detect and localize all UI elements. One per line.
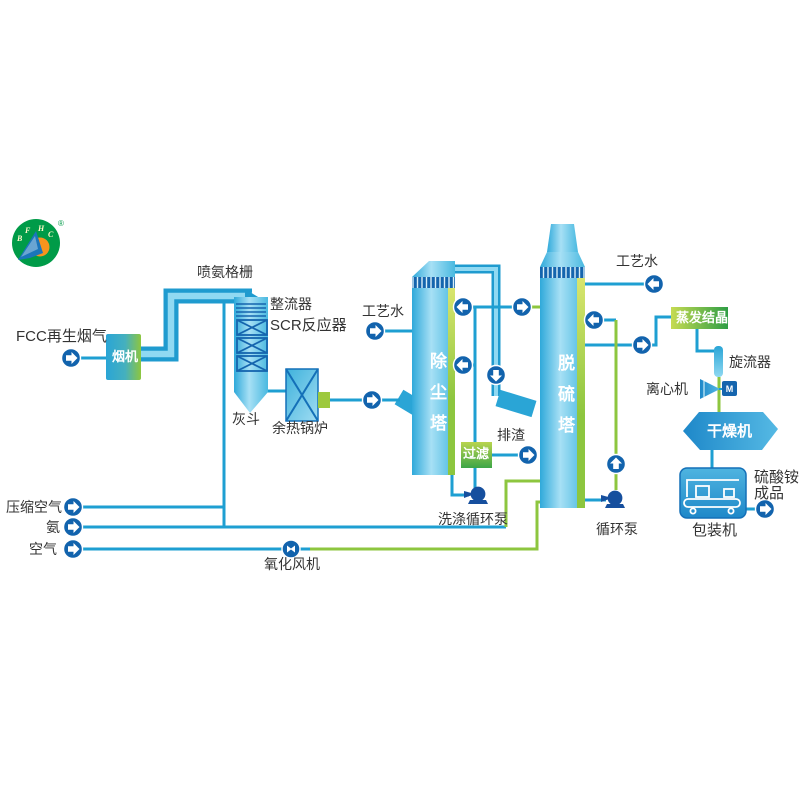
flow-arrow-icon bbox=[452, 354, 474, 376]
logo-letter: B bbox=[16, 234, 23, 243]
circulation-pump-icon bbox=[601, 490, 625, 508]
flow-arrow-icon bbox=[60, 347, 82, 369]
label-dust-removal-tower: 除尘塔 bbox=[427, 352, 446, 445]
label-ammonia: 氨 bbox=[46, 519, 60, 535]
label-process-water-left: 工艺水 bbox=[362, 303, 404, 319]
packing-machine-shape bbox=[679, 467, 747, 519]
flow-arrow-icon bbox=[361, 389, 383, 411]
flow-arrow-icon bbox=[62, 496, 84, 518]
scr-reactor-column bbox=[234, 297, 268, 413]
label-fcc-flue-gas: FCC再生烟气 bbox=[16, 328, 107, 345]
flow-arrow-icon bbox=[631, 334, 653, 356]
label-desulfurization-tower: 脱硫塔 bbox=[555, 354, 574, 447]
motor-label: M bbox=[726, 384, 734, 394]
logo-letter: F bbox=[24, 226, 31, 235]
logo-letter: H bbox=[37, 224, 45, 233]
label-evaporative-crystallizer: 蒸发结晶 bbox=[676, 310, 729, 325]
label-process-water-right: 工艺水 bbox=[616, 253, 658, 269]
evaporative-crystallizer-box bbox=[671, 307, 728, 329]
label-cyclone: 旋流器 bbox=[729, 354, 771, 370]
flow-arrow-icon bbox=[605, 453, 627, 475]
label-rectifier: 整流器 bbox=[270, 296, 312, 312]
flow-arrow-icon bbox=[511, 296, 533, 318]
company-logo: B F H C ® bbox=[12, 219, 64, 267]
flow-arrow-icon bbox=[452, 296, 474, 318]
flow-arrow-icon bbox=[62, 538, 84, 560]
label-washing-circulation-pump: 洗涤循环泵 bbox=[438, 511, 508, 527]
flow-arrow-icon bbox=[754, 498, 776, 520]
registered-mark: ® bbox=[58, 219, 64, 228]
label-packing-machine: 包装机 bbox=[692, 522, 738, 539]
flow-arrow-icon bbox=[364, 320, 386, 342]
motor-box bbox=[722, 381, 737, 396]
demister-band bbox=[540, 267, 585, 278]
dryer-shape bbox=[683, 412, 778, 450]
flow-arrow-icon bbox=[485, 364, 507, 386]
flow-arrow-icon bbox=[583, 309, 605, 331]
label-dryer: 干燥机 bbox=[707, 423, 753, 440]
dust-removal-tower-shape bbox=[412, 261, 455, 475]
flue-gas-pipe-dust-to-desulf bbox=[452, 264, 537, 418]
label-ash-hopper: 灰斗 bbox=[232, 411, 260, 427]
desulfurization-tower-shape bbox=[540, 224, 585, 508]
label-slag-discharge: 排渣 bbox=[497, 427, 525, 443]
logo-letter: C bbox=[48, 230, 54, 239]
label-ammonia-grid: 喷氨格栅 bbox=[197, 264, 253, 280]
ash-hopper-shape bbox=[234, 385, 268, 413]
rectifier-plates bbox=[236, 303, 266, 317]
label-filter: 过滤 bbox=[463, 446, 490, 461]
label-centrifuge: 离心机 bbox=[646, 381, 688, 397]
filter-box bbox=[461, 442, 492, 468]
label-product: 硫酸铵成品 bbox=[754, 469, 800, 502]
label-waste-heat-boiler: 余热锅炉 bbox=[272, 420, 328, 436]
label-circulation-pump: 循环泵 bbox=[596, 521, 638, 537]
smoke-machine-body bbox=[106, 334, 141, 380]
flow-arrow-icon bbox=[62, 516, 84, 538]
label-smoke-machine: 烟机 bbox=[112, 349, 139, 364]
waste-heat-boiler-shape bbox=[285, 368, 330, 422]
washing-circulation-pump-icon bbox=[464, 486, 488, 504]
label-air: 空气 bbox=[29, 541, 57, 557]
catalyst-layers bbox=[236, 319, 268, 372]
label-scr-reactor: SCR反应器 bbox=[270, 317, 347, 334]
conveyor-graphic bbox=[683, 479, 741, 515]
demister-band bbox=[412, 277, 455, 288]
cyclone-shape bbox=[714, 346, 723, 377]
label-compressed-air: 压缩空气 bbox=[6, 499, 62, 515]
flow-arrow-icon bbox=[643, 273, 665, 295]
label-oxidation-fan: 氧化风机 bbox=[264, 556, 320, 572]
flow-arrow-icon bbox=[517, 444, 539, 466]
